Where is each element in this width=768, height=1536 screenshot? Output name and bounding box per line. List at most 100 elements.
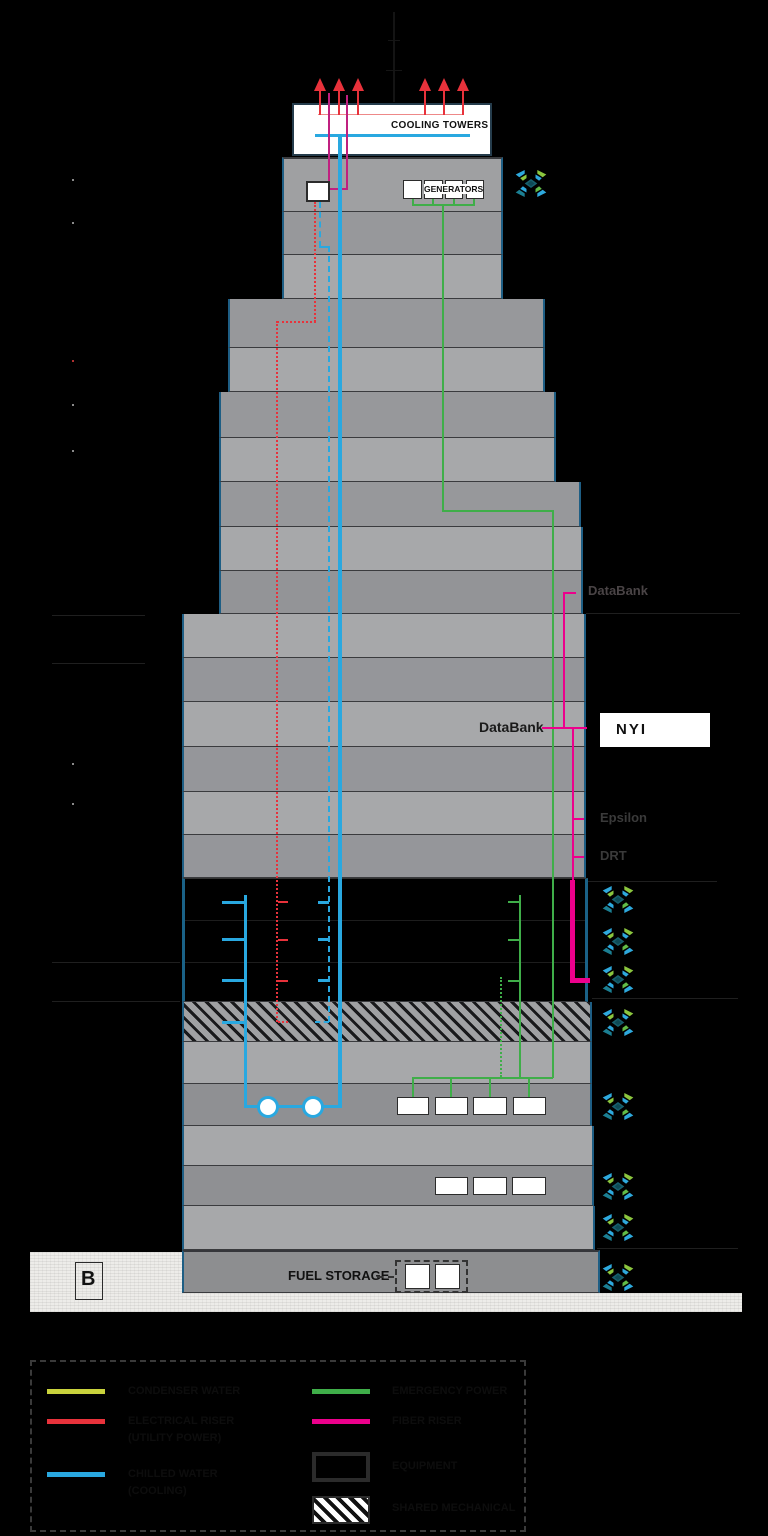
up-arrow-icon (443, 88, 445, 115)
fuel-leader (377, 1276, 394, 1278)
floor-epsilon (182, 792, 586, 835)
cw-branch (222, 979, 245, 982)
pump-icon (302, 1096, 324, 1118)
floor (182, 1126, 594, 1166)
fuel-tank (405, 1264, 430, 1289)
floor-separator (185, 920, 585, 921)
legend-swatch-electrical (47, 1419, 105, 1424)
transfer-switch-box (306, 181, 330, 202)
cw-tap (318, 938, 329, 941)
legend-label: (COOLING) (128, 1485, 187, 1497)
cooling-towers-box (292, 103, 492, 156)
em-drop (450, 1077, 452, 1097)
legend-swatch-emergency (312, 1389, 370, 1394)
leader-line (52, 615, 145, 616)
em-drop (528, 1077, 530, 1097)
gen-feed (473, 199, 475, 205)
fuel-tank (435, 1264, 460, 1289)
em-tap (508, 980, 520, 982)
legend-swatch-hatch (312, 1496, 370, 1524)
tenant-logo-icon (600, 884, 636, 915)
leader-line (52, 962, 180, 963)
cooling-blue-header (315, 134, 470, 137)
legend-swatch-chilled (47, 1472, 105, 1477)
gen-feed (432, 199, 434, 205)
tenant-logo-icon (600, 1212, 636, 1243)
label-bullet (72, 360, 74, 362)
emergency-branch (519, 895, 521, 1078)
up-arrow-icon (424, 88, 426, 115)
generator-box (403, 180, 422, 199)
condenser-water-main (338, 137, 342, 1107)
emergency-riser (442, 204, 444, 511)
spire-tick (386, 70, 402, 71)
legend-label: CHILLED WATER (128, 1468, 218, 1480)
fiber-trunk (572, 727, 574, 880)
legend-label: (UTILITY POWER) (128, 1432, 222, 1444)
fuel-storage-label: FUEL STORAGE (288, 1268, 390, 1283)
label-bullet (72, 222, 74, 224)
tenant-epsilon: Epsilon (600, 810, 647, 825)
basement-marker-label: B (81, 1268, 96, 1290)
label-bullet (72, 763, 74, 765)
legend-label: FIBER RISER (392, 1415, 462, 1427)
electrical-riser (314, 202, 316, 322)
legend-label: EMERGENCY POWER (392, 1385, 508, 1397)
equipment-box (435, 1097, 468, 1115)
fiber-trunk-thick (570, 880, 575, 982)
tenant-nyi: NYI (616, 721, 648, 738)
fiber-riser (346, 95, 348, 189)
up-arrow-icon (357, 88, 359, 115)
leader-line (586, 613, 740, 614)
cooling-towers-label: COOLING TOWERS (391, 120, 489, 131)
gen-feed (453, 199, 455, 205)
equipment-box (513, 1097, 546, 1115)
electrical-tap (278, 939, 288, 941)
floor-drt (182, 835, 586, 878)
floor (282, 212, 503, 255)
chilled-water-riser-dashed (319, 202, 321, 247)
legend-box (30, 1360, 526, 1532)
em-drop (489, 1077, 491, 1097)
label-bullet (72, 803, 74, 805)
fiber-riser (328, 93, 330, 183)
floor (182, 747, 586, 792)
equipment-box (512, 1177, 546, 1195)
floor-shared-mechanical (182, 1002, 592, 1042)
floor (228, 299, 545, 348)
cw-tap (315, 1021, 329, 1023)
floor (182, 658, 586, 702)
up-arrow-icon (462, 88, 464, 115)
cooling-red-header (318, 114, 463, 115)
tenant-databank: DataBank (479, 719, 544, 735)
chilled-water-riser-dashed (328, 246, 330, 1022)
cw-branch (222, 1021, 245, 1024)
floor (182, 1206, 595, 1250)
leader-line (592, 998, 738, 999)
up-arrow-icon (319, 88, 321, 115)
floor (282, 255, 503, 299)
floor (228, 348, 545, 392)
emergency-manifold (413, 1077, 553, 1079)
floor (219, 482, 581, 527)
tenant-databank-upper: DataBank (588, 583, 648, 598)
floor-fuel-storage (182, 1250, 600, 1293)
em-tap (508, 939, 520, 941)
electrical-riser (277, 321, 316, 323)
emergency-branch-dotted (500, 977, 502, 1077)
leader-line (588, 881, 717, 882)
nyi-box (600, 713, 710, 747)
tenant-logo-icon (600, 1262, 636, 1293)
pump-icon (257, 1096, 279, 1118)
tenant-logo-icon (600, 1171, 636, 1202)
basement-marker-box (75, 1262, 103, 1300)
cw-tap (318, 901, 329, 904)
label-bullet (72, 450, 74, 452)
floor-separator (185, 962, 585, 963)
chilled-water-riser-dashed (319, 246, 330, 248)
floor (219, 438, 556, 482)
fiber-drt-tap (572, 856, 584, 858)
fiber-epsilon-tap (572, 818, 584, 820)
legend-label: EQUIPMENT (392, 1460, 458, 1472)
